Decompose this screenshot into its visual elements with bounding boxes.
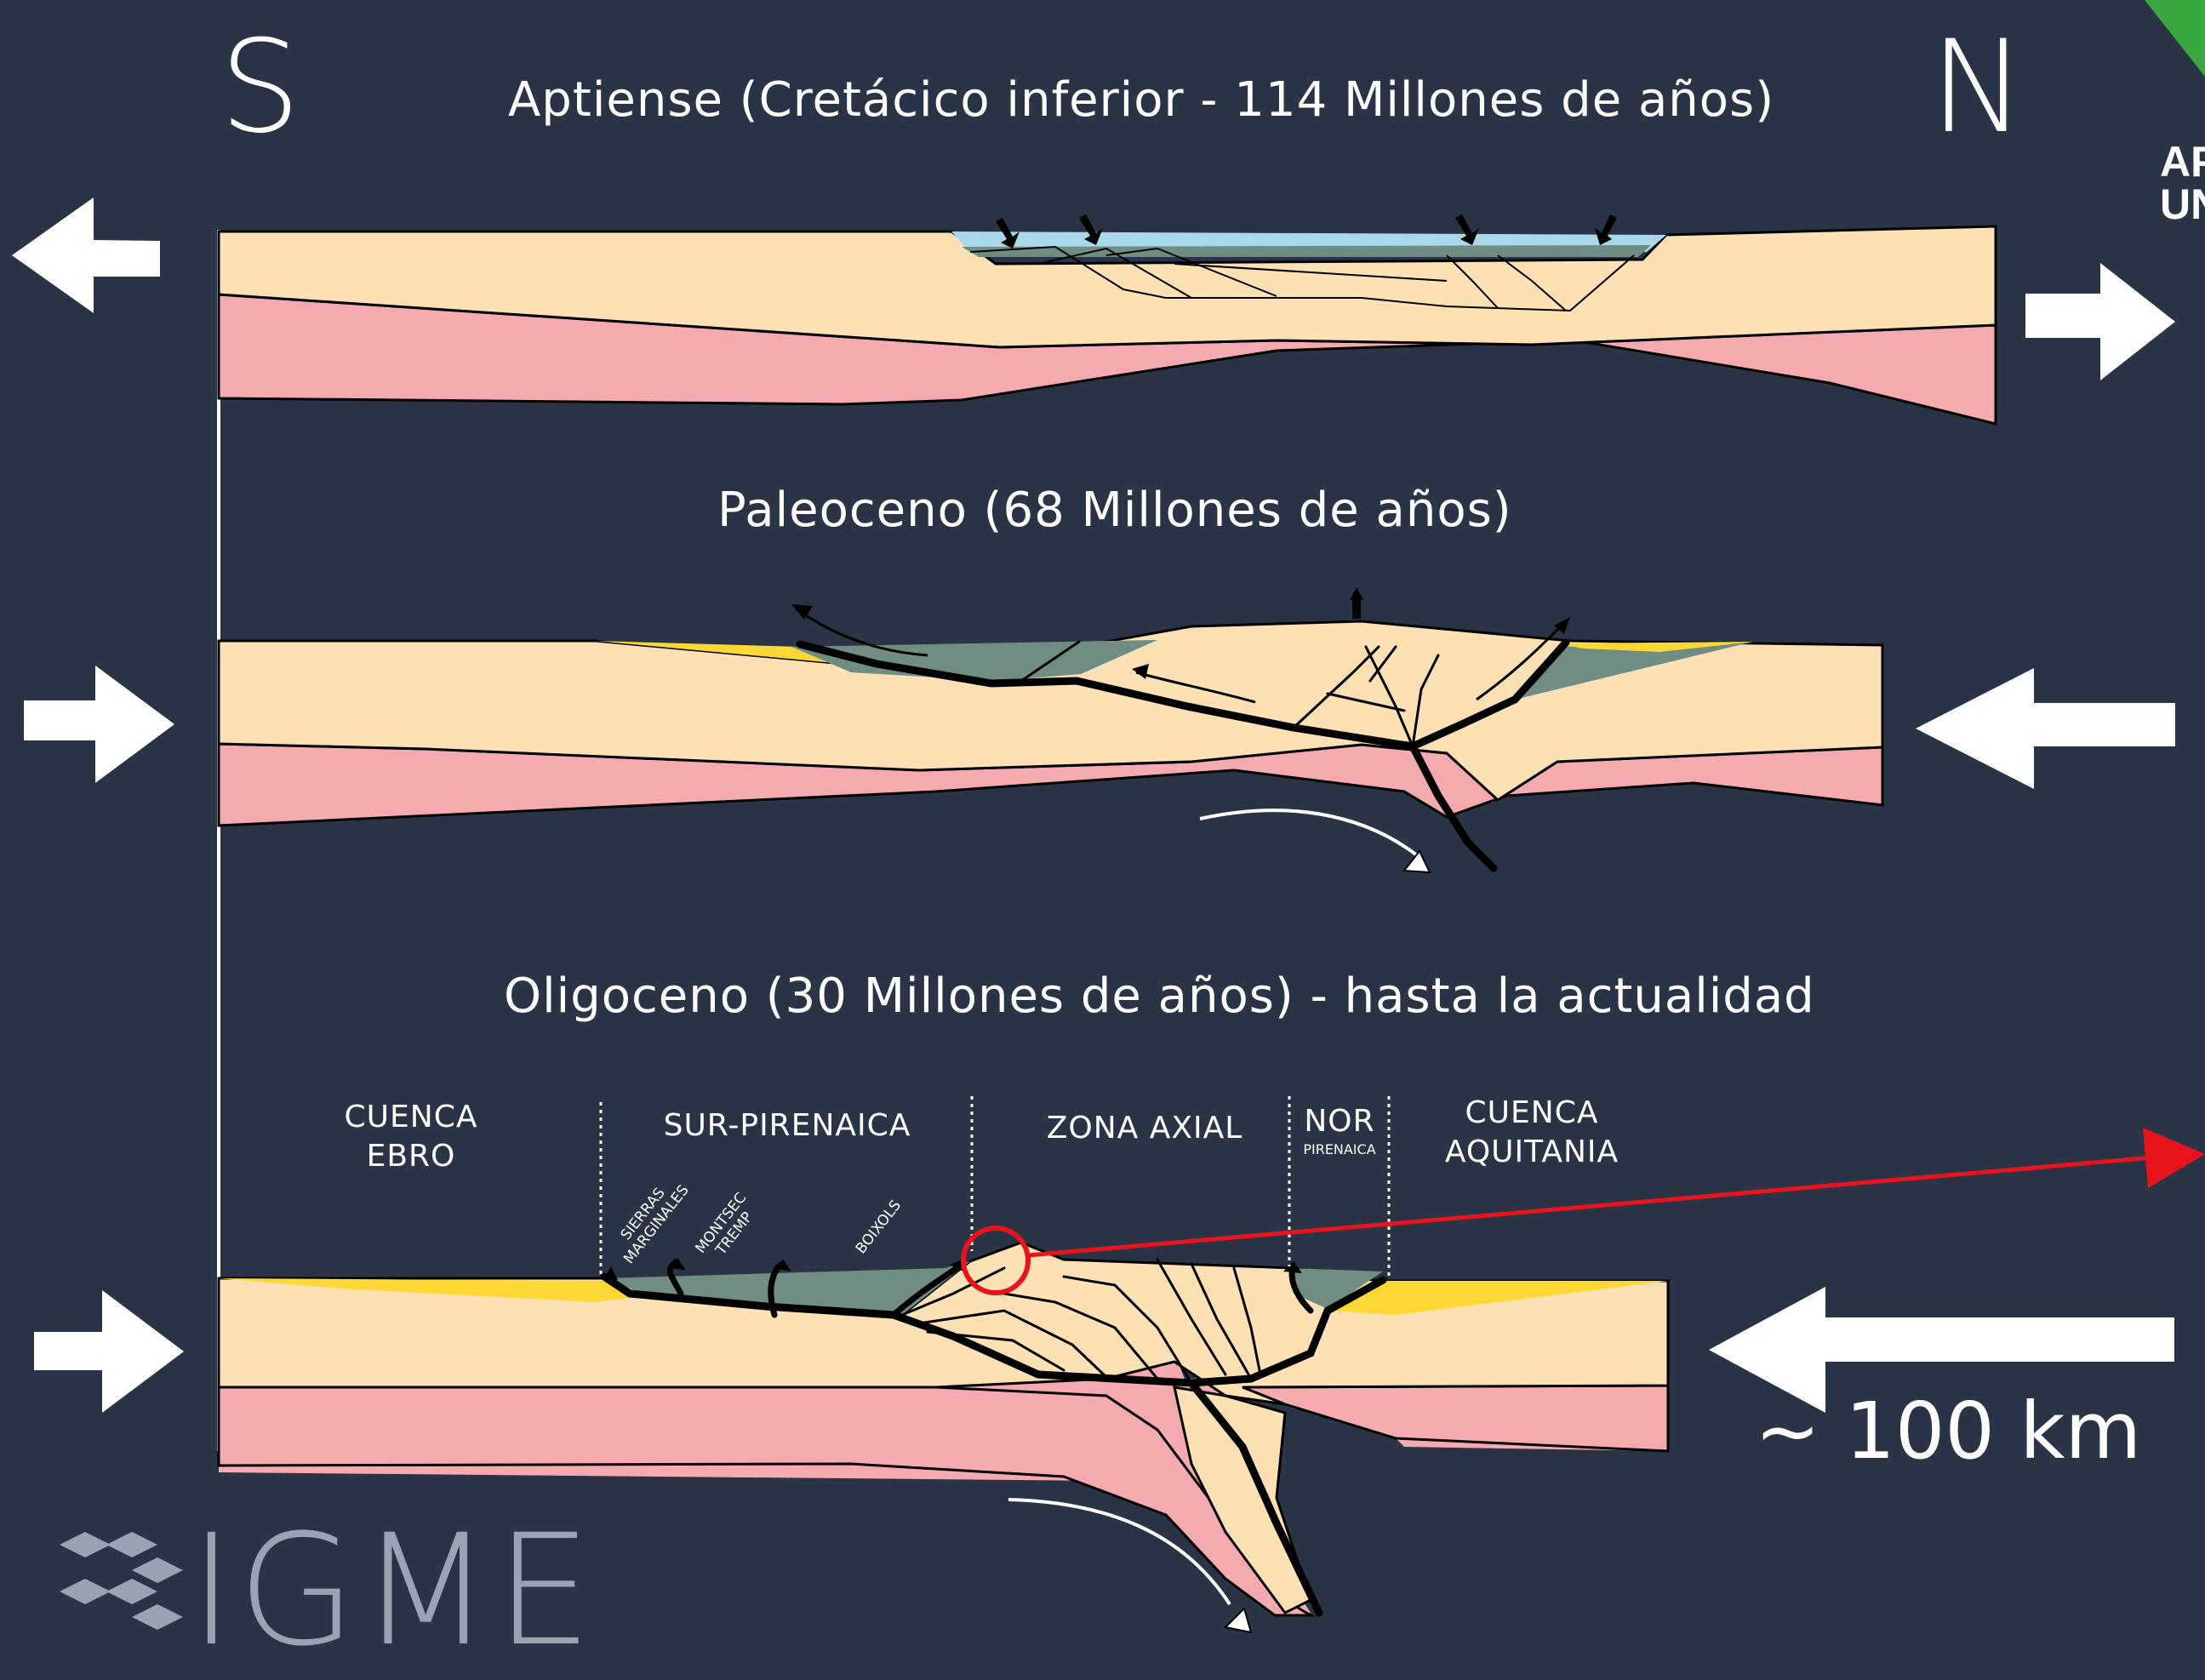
- panel-paleoceno: [24, 587, 2175, 874]
- highlight-pointer-line: [1027, 1155, 2154, 1258]
- igme-logo-text: IGME: [189, 1502, 596, 1680]
- title-paleoceno: Paleoceno (68 Millones de años): [717, 483, 1512, 538]
- crust-layer: [217, 225, 1997, 349]
- zone-cuenca-ebro-line-1: CUENCA: [344, 1100, 478, 1134]
- zone-cuenca-aquitania: CUENCA AQUITANIA: [1413, 1094, 1651, 1172]
- motion-arrows: [795, 607, 1568, 704]
- corner-text-line-1: AP: [2160, 138, 2205, 186]
- compression-arrow-left: [34, 1290, 184, 1413]
- mantle-layer-north: [1242, 1384, 1670, 1453]
- scale-value: 100 km: [1845, 1386, 2142, 1477]
- zone-sur-pirenaica: SUR-PIRENAICA: [663, 1108, 911, 1143]
- zone-nor-label: NOR: [1304, 1104, 1375, 1139]
- crust-layer: [217, 1241, 1670, 1406]
- marine-sediment-north: [1515, 642, 1753, 700]
- subsidence-arrows: [996, 214, 1617, 249]
- thrust-faults: [600, 1258, 1387, 1617]
- zone-cuenca-ebro-line-2: EBRO: [366, 1139, 456, 1174]
- mantle-layer-main: [217, 1386, 1316, 1617]
- south-label: S: [220, 14, 301, 162]
- corner-text-line-2: UN: [2160, 180, 2205, 228]
- zone-axial: ZONA AXIAL: [1046, 1111, 1243, 1146]
- zone-cuenca-aquitania-line-1: CUENCA: [1465, 1095, 1599, 1130]
- marine-sediment-north: [1289, 1268, 1383, 1309]
- marine-sediment: [962, 245, 1651, 257]
- compression-arrow-right: [1709, 1287, 2174, 1413]
- highlight-pointer-arrowhead: [2143, 1128, 2205, 1188]
- zone-cuenca-ebro: CUENCA EBRO: [326, 1098, 496, 1176]
- scale-approx-symbol: ~: [1755, 1386, 1821, 1477]
- subduction-arrowhead: [1402, 849, 1431, 874]
- compression-arrow-left: [24, 666, 174, 783]
- zone-dividers: [599, 1096, 1391, 1277]
- compression-arrow-right: [1916, 668, 2175, 789]
- panel-aptiense: [12, 197, 2175, 426]
- panel-oligoceno: [34, 1096, 2205, 1634]
- title-oligoceno: Oligoceno (30 Millones de años) - hasta …: [504, 969, 1815, 1024]
- marine-sediment-south: [604, 1261, 970, 1315]
- zone-nor-pirenaica: NOR PIRENAICA: [1291, 1102, 1388, 1159]
- extension-arrow-left: [12, 197, 160, 313]
- subduction-arrowhead: [1223, 1607, 1253, 1634]
- zone-cuenca-aquitania-line-2: AQUITANIA: [1444, 1134, 1619, 1170]
- north-label: N: [1930, 14, 2026, 162]
- zone-nor-sub-label: PIRENAICA: [1303, 1141, 1376, 1158]
- arrowheads: [791, 587, 1570, 679]
- scale-label: ~ 100 km: [1755, 1386, 2141, 1477]
- title-aptiense: Aptiense (Cretácico inferior - 114 Millo…: [508, 72, 1775, 128]
- rift-faults: [969, 245, 1635, 312]
- thrust-faults: [796, 638, 1570, 872]
- foreland-sediment-north: [1328, 1281, 1668, 1315]
- mantle-layer: [219, 1336, 1668, 1613]
- corner-text: AP UN: [2160, 140, 2205, 226]
- igme-logo-mark: [60, 1532, 183, 1630]
- foreland-sediment-south: [219, 1278, 647, 1302]
- corner-green-triangle: [2145, 0, 2205, 77]
- extension-arrow-right: [2025, 263, 2175, 380]
- subduction-arrow: [1199, 809, 1419, 857]
- foreland-sediment-north: [1557, 642, 1753, 652]
- subduction-arrow: [1008, 1498, 1231, 1606]
- highlight-circle: [961, 1226, 1031, 1295]
